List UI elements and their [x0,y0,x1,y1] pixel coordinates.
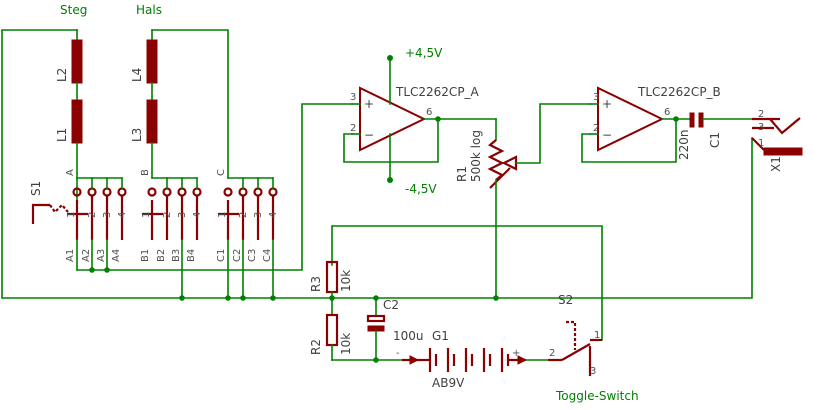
resistor-r3 [325,260,339,294]
x1-label: X1 [769,156,783,172]
r2-value: 10k [339,333,353,355]
s1-a-pos4: 4 [117,212,128,218]
opamp-b-pin3: 3 [593,92,599,103]
toggle-switch-label: Toggle-Switch [555,389,639,403]
s2-pin3: 3 [590,366,596,377]
opamp-a-minus-sign: − [364,128,374,142]
output-jack-x1: 2 3 1 X1 [751,109,803,172]
s1-a-pos1: 1 [66,212,77,218]
r2-label: R2 [309,339,323,355]
l1-label: L1 [55,128,69,142]
terminal-a1: A1 [65,249,76,262]
s1-c-pos1: 1 [217,212,228,218]
battery-g1: - + G1 AB9V [396,329,549,390]
c1-value: 220n [677,129,691,160]
coil-l3 [146,99,158,144]
s1-b-pos1: 1 [141,212,152,218]
opamp-b: + − 3 2 6 TLC2262CP_B [581,85,721,163]
s1-c-common: C [216,169,227,176]
switch-section-a: A 1 2 3 4 A1 A2 A3 A4 [65,169,128,271]
s2-pin2: 2 [549,348,555,359]
x1-pin2: 2 [758,109,764,120]
opamp-b-plus-sign: + [602,97,612,111]
terminal-b3: B3 [171,249,182,262]
g1-label: G1 [432,329,449,343]
battery-minus: - [396,348,400,359]
rotary-switch-s1: S1 A 1 2 3 4 A1 A2 A3 [29,103,353,301]
pickup-hals: Hals L4 L3 [130,3,162,179]
s1-c-pos3: 3 [253,212,264,218]
hals-label: Hals [136,3,162,17]
pickup-steg: Steg L2 L1 [55,3,87,179]
x1-pin3: 3 [758,122,764,133]
resistor-r2 [325,313,339,347]
capacitor-c1: 220n C1 [677,112,753,160]
switch-section-c: C 1 2 3 4 C1 C2 C3 C4 [216,169,279,299]
s1-b-pos2: 2 [162,212,173,218]
s1-b-common: B [140,169,151,176]
terminal-b1: B1 [140,249,151,262]
opamp-a-label: TLC2262CP_A [395,85,480,99]
g1-value: AB9V [432,376,465,390]
switch-section-b: B 1 2 3 4 B1 B2 B3 B4 [140,169,203,299]
battery-plus: + [512,348,520,359]
r1-value: 500k log [469,130,483,182]
c2-value: 100u [393,329,424,343]
c2-label: C2 [383,298,399,312]
opamp-b-pin6: 6 [664,107,670,118]
terminal-a4: A4 [111,249,122,262]
toggle-switch-s2: 2 1 3 S2 Toggle-Switch [548,293,639,403]
r3-value: 10k [339,270,353,292]
s1-c-pos2: 2 [238,212,249,218]
opamp-a-pin6: 6 [426,107,432,118]
terminal-c4: C4 [262,249,273,262]
terminal-a3: A3 [96,249,107,262]
s1-b-pos3: 3 [177,212,188,218]
x1-pin1: 1 [758,138,764,149]
vminus-label: -4,5V [405,182,437,196]
terminal-b2: B2 [156,249,167,262]
coil-l1 [71,99,83,144]
s1-label: S1 [29,181,43,196]
steg-label: Steg [60,3,87,17]
s1-c-pos4: 4 [268,212,279,218]
opamp-a: + − 3 2 6 +4,5V -4,5V TLC2262CP_A [343,46,497,196]
c1-label: C1 [708,132,722,148]
voltage-divider: R3 10k R2 10k C2 100u [309,225,603,363]
l2-label: L2 [55,68,69,82]
terminal-c1: C1 [216,249,227,262]
s1-a-pos2: 2 [87,212,98,218]
terminal-a2: A2 [81,249,92,262]
r3-label: R3 [309,276,323,292]
opamp-a-plus-sign: + [364,97,374,111]
potentiometer-r1: R1 500k log [455,103,591,301]
opamp-a-pin3: 3 [350,92,356,103]
r1-label: R1 [455,166,469,182]
l3-label: L3 [130,128,144,142]
s1-a-pos3: 3 [102,212,113,218]
coil-l4 [146,39,158,84]
terminal-b4: B4 [186,249,197,262]
s2-label: S2 [558,293,573,307]
opamp-b-label: TLC2262CP_B [637,85,721,99]
s2-pin1: 1 [594,330,600,341]
vplus-label: +4,5V [405,46,443,60]
terminal-c3: C3 [247,249,258,262]
coil-l2 [71,39,83,84]
terminal-c2: C2 [232,249,243,262]
s1-a-common: A [65,169,76,176]
s1-b-pos4: 4 [192,212,203,218]
opamp-b-minus-sign: − [602,128,612,142]
opamp-b-pin2: 2 [593,123,599,134]
opamp-a-pin2: 2 [350,123,356,134]
l4-label: L4 [130,68,144,82]
